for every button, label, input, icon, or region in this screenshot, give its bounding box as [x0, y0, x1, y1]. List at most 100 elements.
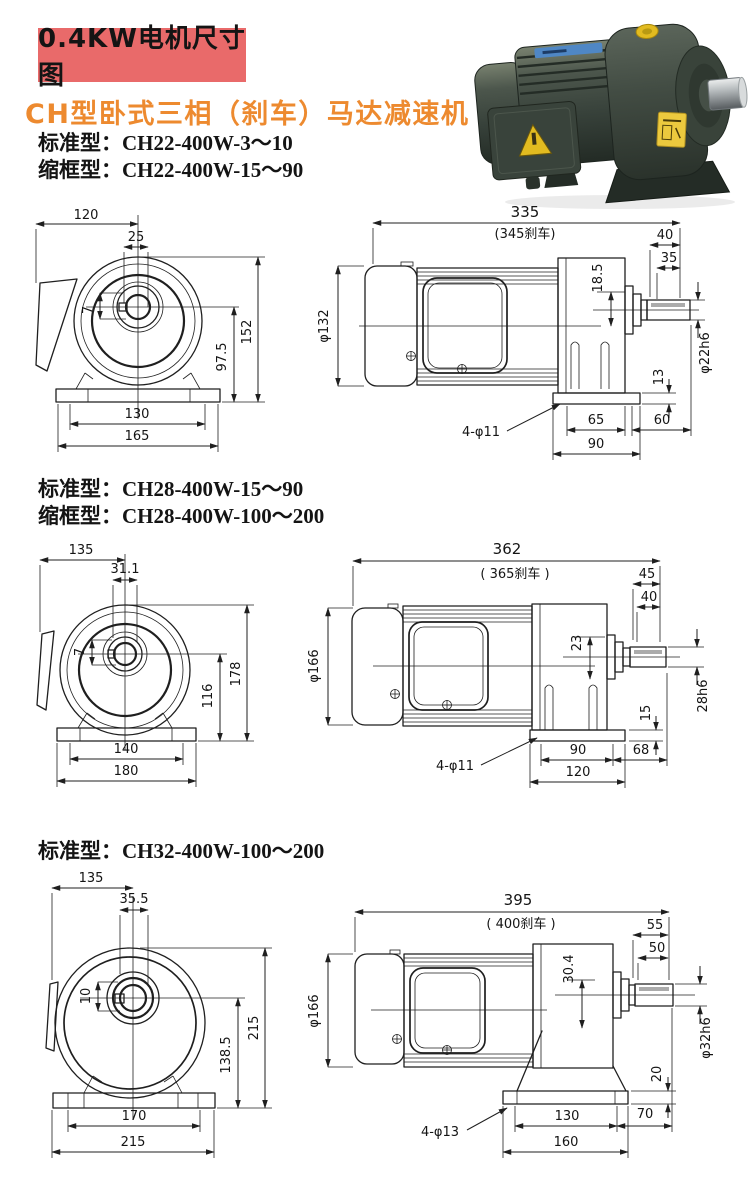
- dims: 135 31.1 7 178 116 140 180: [39, 543, 254, 787]
- fan-cover: [351, 607, 404, 726]
- title-banner: 0.4KW电机尺寸图: [38, 24, 246, 91]
- foot-braces: [83, 1075, 183, 1094]
- fan-cover: [354, 953, 405, 1065]
- dim-total-height: 215: [247, 1016, 262, 1041]
- dim-shaft-step: 55: [647, 918, 664, 933]
- lug: [387, 603, 399, 609]
- dim-hub-width: 25: [128, 230, 145, 245]
- dim-foot-a: 90: [570, 743, 587, 758]
- spec-block-ch28: 标准型：CH28-400W-15～90 缩框型：CH28-400W-100～20…: [38, 476, 324, 530]
- dim-length-brake: ( 365刹车 ): [480, 566, 549, 582]
- foot-pads: [79, 728, 173, 741]
- dim-center-height: 138.5: [219, 1036, 234, 1073]
- gear-motor-photo: [474, 23, 748, 209]
- dim-base-width: 180: [114, 764, 139, 779]
- terminal-box-lid: [493, 107, 575, 175]
- dim-shaft-dia: φ22h6: [698, 332, 713, 374]
- front-view-ch28: 135 31.1 7 178 116 140 180: [36, 543, 254, 787]
- blue-nameplate: [534, 42, 603, 59]
- foot-pads: [67, 1093, 199, 1108]
- dim-foot-a: 130: [555, 1109, 580, 1124]
- spec-line: 缩框型：CH28-400W-100～200: [38, 504, 325, 528]
- foot-braces: [77, 712, 173, 729]
- keyway: [114, 993, 125, 1004]
- dims: 362 ( 365刹车 ) 45 40 23 φ166 28h6 15 90: [307, 540, 711, 788]
- foot-pads: [516, 1091, 616, 1104]
- dim-feet-width: 140: [114, 742, 139, 757]
- oil-cap-center: [642, 28, 653, 35]
- dim-key-offset: 7: [73, 648, 88, 656]
- dim-total-height: 152: [240, 320, 255, 345]
- dim-offset: 30.4: [562, 955, 577, 984]
- dims: 135 35.5 10 215 138.5 170 215: [51, 871, 272, 1158]
- motor-body: [403, 953, 534, 1068]
- dim-hub-width: 35.5: [120, 892, 149, 907]
- dim-body-dia: φ166: [307, 994, 322, 1027]
- dim-shaft-step: 40: [657, 228, 674, 243]
- cable-gland: [525, 176, 541, 190]
- fins: [417, 271, 558, 382]
- screw-icon: [406, 351, 467, 374]
- dim-foot-b: 68: [633, 743, 650, 758]
- shadow: [505, 195, 735, 209]
- dim-foot-span: 160: [554, 1135, 579, 1150]
- dim-shaft-step: 45: [639, 567, 656, 582]
- dim-length-brake: ( 400刹车 ): [486, 916, 555, 932]
- screw-icon: [390, 689, 452, 710]
- side-view-ch28: 362 ( 365刹车 ) 45 40 23 φ166 28h6 15 90: [307, 540, 711, 788]
- body-frame-inner: [414, 972, 481, 1049]
- motor-body: [416, 267, 559, 386]
- lug: [389, 949, 401, 955]
- dim-base-width: 165: [125, 429, 150, 444]
- mounting-base: [52, 1092, 216, 1109]
- pedestal-slot: [544, 684, 554, 730]
- dim-length-brake: (345刹车): [495, 226, 556, 242]
- dim-body-dia: φ166: [307, 649, 322, 682]
- dim-hub-width: 31.1: [111, 562, 140, 577]
- mounting-foot: [502, 1090, 629, 1105]
- dims: 335 (345刹车) 40 35 18.5 φ132 φ22h6 13 65: [317, 203, 713, 460]
- dim-center-height: 97.5: [215, 343, 230, 372]
- warning-label: [656, 111, 687, 148]
- dim-base-width: 215: [121, 1135, 146, 1150]
- dim-foot-a: 65: [588, 413, 605, 428]
- gearbox: [531, 603, 608, 731]
- dim-length: 395: [504, 891, 533, 909]
- product-heading: CH型卧式三相（刹车）马达减速机: [25, 99, 470, 130]
- bolt-callout: 4-φ11: [436, 759, 474, 774]
- dim-offset: 23: [570, 635, 585, 652]
- dim-feet-width: 130: [125, 407, 150, 422]
- dim-key-offset: 7: [81, 306, 96, 314]
- pedestal-slot: [588, 684, 598, 730]
- pedestal-brace: [612, 1065, 627, 1092]
- housing-outer-circle: [54, 947, 206, 1099]
- dim-foot-height: 13: [652, 369, 667, 386]
- dim-shaft-length: 40: [641, 590, 658, 605]
- dims: 120 25 7 152 97.5 130 165: [35, 208, 265, 452]
- dim-top-width: 135: [69, 543, 94, 558]
- spec-line: 标准型：CH32-400W-100～200: [38, 839, 325, 863]
- spec-block-ch22: 标准型：CH22-400W-3～10 缩框型：CH22-400W-15～90: [38, 130, 303, 184]
- side-view-ch32: 395 ( 400刹车 ) 55 50 30.4 φ166 φ32h6 20 1: [307, 891, 714, 1158]
- side-view-ch22: 335 (345刹车) 40 35 18.5 φ132 φ22h6 13 65: [317, 203, 713, 460]
- bolt-callout: 4-φ11: [462, 425, 500, 440]
- dim-offset: 18.5: [591, 264, 606, 293]
- bolt-callout: 4-φ13: [421, 1125, 459, 1140]
- front-view-ch22: 120 25 7 152 97.5 130 165: [35, 208, 265, 452]
- dim-total-height: 178: [229, 662, 244, 687]
- spec-block-ch32: 标准型：CH32-400W-100～200: [38, 838, 324, 865]
- foot-braces: [75, 372, 201, 390]
- spec-line: 缩框型：CH22-400W-15～90: [38, 158, 304, 182]
- body-frame: [422, 277, 508, 374]
- shaft-end: [738, 76, 748, 108]
- dim-center-height: 116: [201, 684, 216, 709]
- dim-length: 362: [493, 540, 522, 558]
- body-frame: [409, 967, 486, 1054]
- dim-length: 335: [511, 203, 540, 221]
- dim-top-width: 120: [74, 208, 99, 223]
- fan-cover-edge: [35, 278, 78, 372]
- fan-cover-edge: [36, 630, 55, 711]
- mounting-foot: [552, 392, 641, 405]
- spec-line: 标准型：CH22-400W-3～10: [38, 131, 293, 155]
